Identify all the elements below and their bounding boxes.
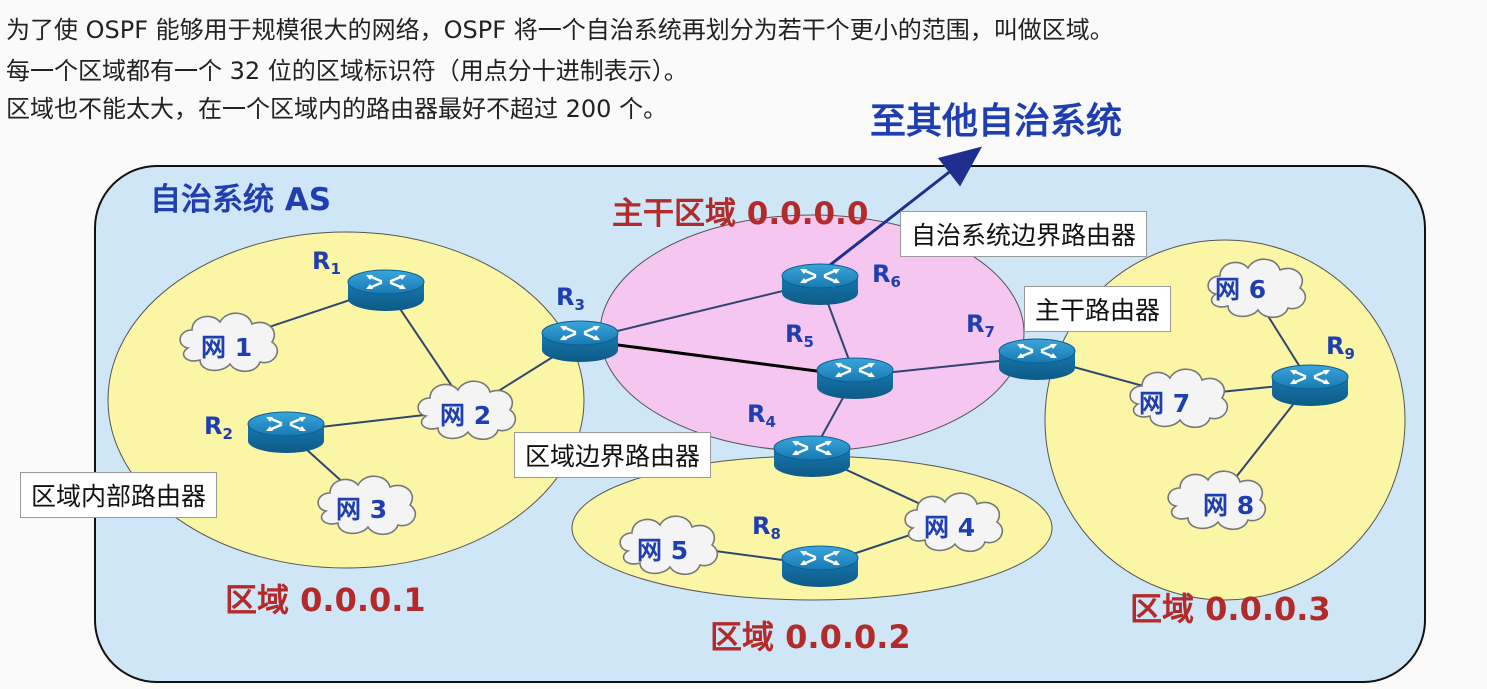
router-label-r4: R4 [747, 400, 776, 431]
router-label-r8: R8 [752, 512, 781, 543]
router-icon-r2 [246, 410, 326, 455]
network-label-4: 网 4 [924, 513, 976, 542]
network-label-7: 网 7 [1139, 389, 1191, 418]
router-icon-r3 [540, 319, 620, 364]
intro-line-3: 区域也不能太大，在一个区域内的路由器最好不超过 200 个。 [6, 95, 668, 123]
area-2-title: 区域 0.0.0.2 [710, 618, 911, 656]
network-label-6: 网 6 [1215, 275, 1267, 304]
router-label-r3: R3 [556, 283, 585, 314]
router-icon-r5 [815, 356, 895, 401]
network-label-2: 网 2 [440, 401, 492, 430]
router-label-r5: R5 [785, 320, 814, 351]
backbone-link-r3-r5 [579, 338, 856, 378]
router-label-r9: R9 [1326, 332, 1355, 363]
router-icon-r1 [346, 268, 426, 313]
arrow-icon [829, 146, 983, 267]
router-label-r6: R6 [872, 260, 901, 291]
backbone-router-callout: 主干路由器 [1024, 286, 1172, 332]
network-label-3: 网 3 [336, 495, 388, 524]
abr-callout: 区域边界路由器 [514, 432, 712, 478]
area-1-title: 区域 0.0.0.1 [225, 581, 426, 619]
area-3-title: 区域 0.0.0.3 [1130, 590, 1331, 628]
to-other-as-label: 至其他自治系统 [870, 101, 1123, 142]
router-label-r2: R2 [204, 412, 233, 443]
network-label-8: 网 8 [1203, 491, 1255, 520]
network-label-5: 网 5 [637, 536, 689, 565]
asbr-callout: 自治系统边界路由器 [900, 211, 1148, 257]
internal-router-callout: 区域内部路由器 [20, 472, 218, 518]
router-icon-r7 [997, 337, 1077, 382]
router-icon-r6 [780, 262, 860, 307]
router-label-r1: R1 [312, 247, 341, 278]
backbone-area-title: 主干区域 0.0.0.0 [612, 196, 869, 232]
router-icon-r4 [772, 434, 852, 479]
as-title: 自治系统 AS [150, 182, 332, 218]
router-icon-r9 [1270, 363, 1350, 408]
router-icon-r8 [780, 544, 860, 589]
router-label-r7: R7 [966, 310, 995, 341]
intro-line-2: 每一个区域都有一个 32 位的区域标识符（用点分十进制表示）。 [6, 57, 688, 85]
intro-line-1: 为了使 OSPF 能够用于规模很大的网络，OSPF 将一个自治系统再划分为若干个… [6, 16, 1114, 44]
network-label-1: 网 1 [201, 333, 253, 362]
